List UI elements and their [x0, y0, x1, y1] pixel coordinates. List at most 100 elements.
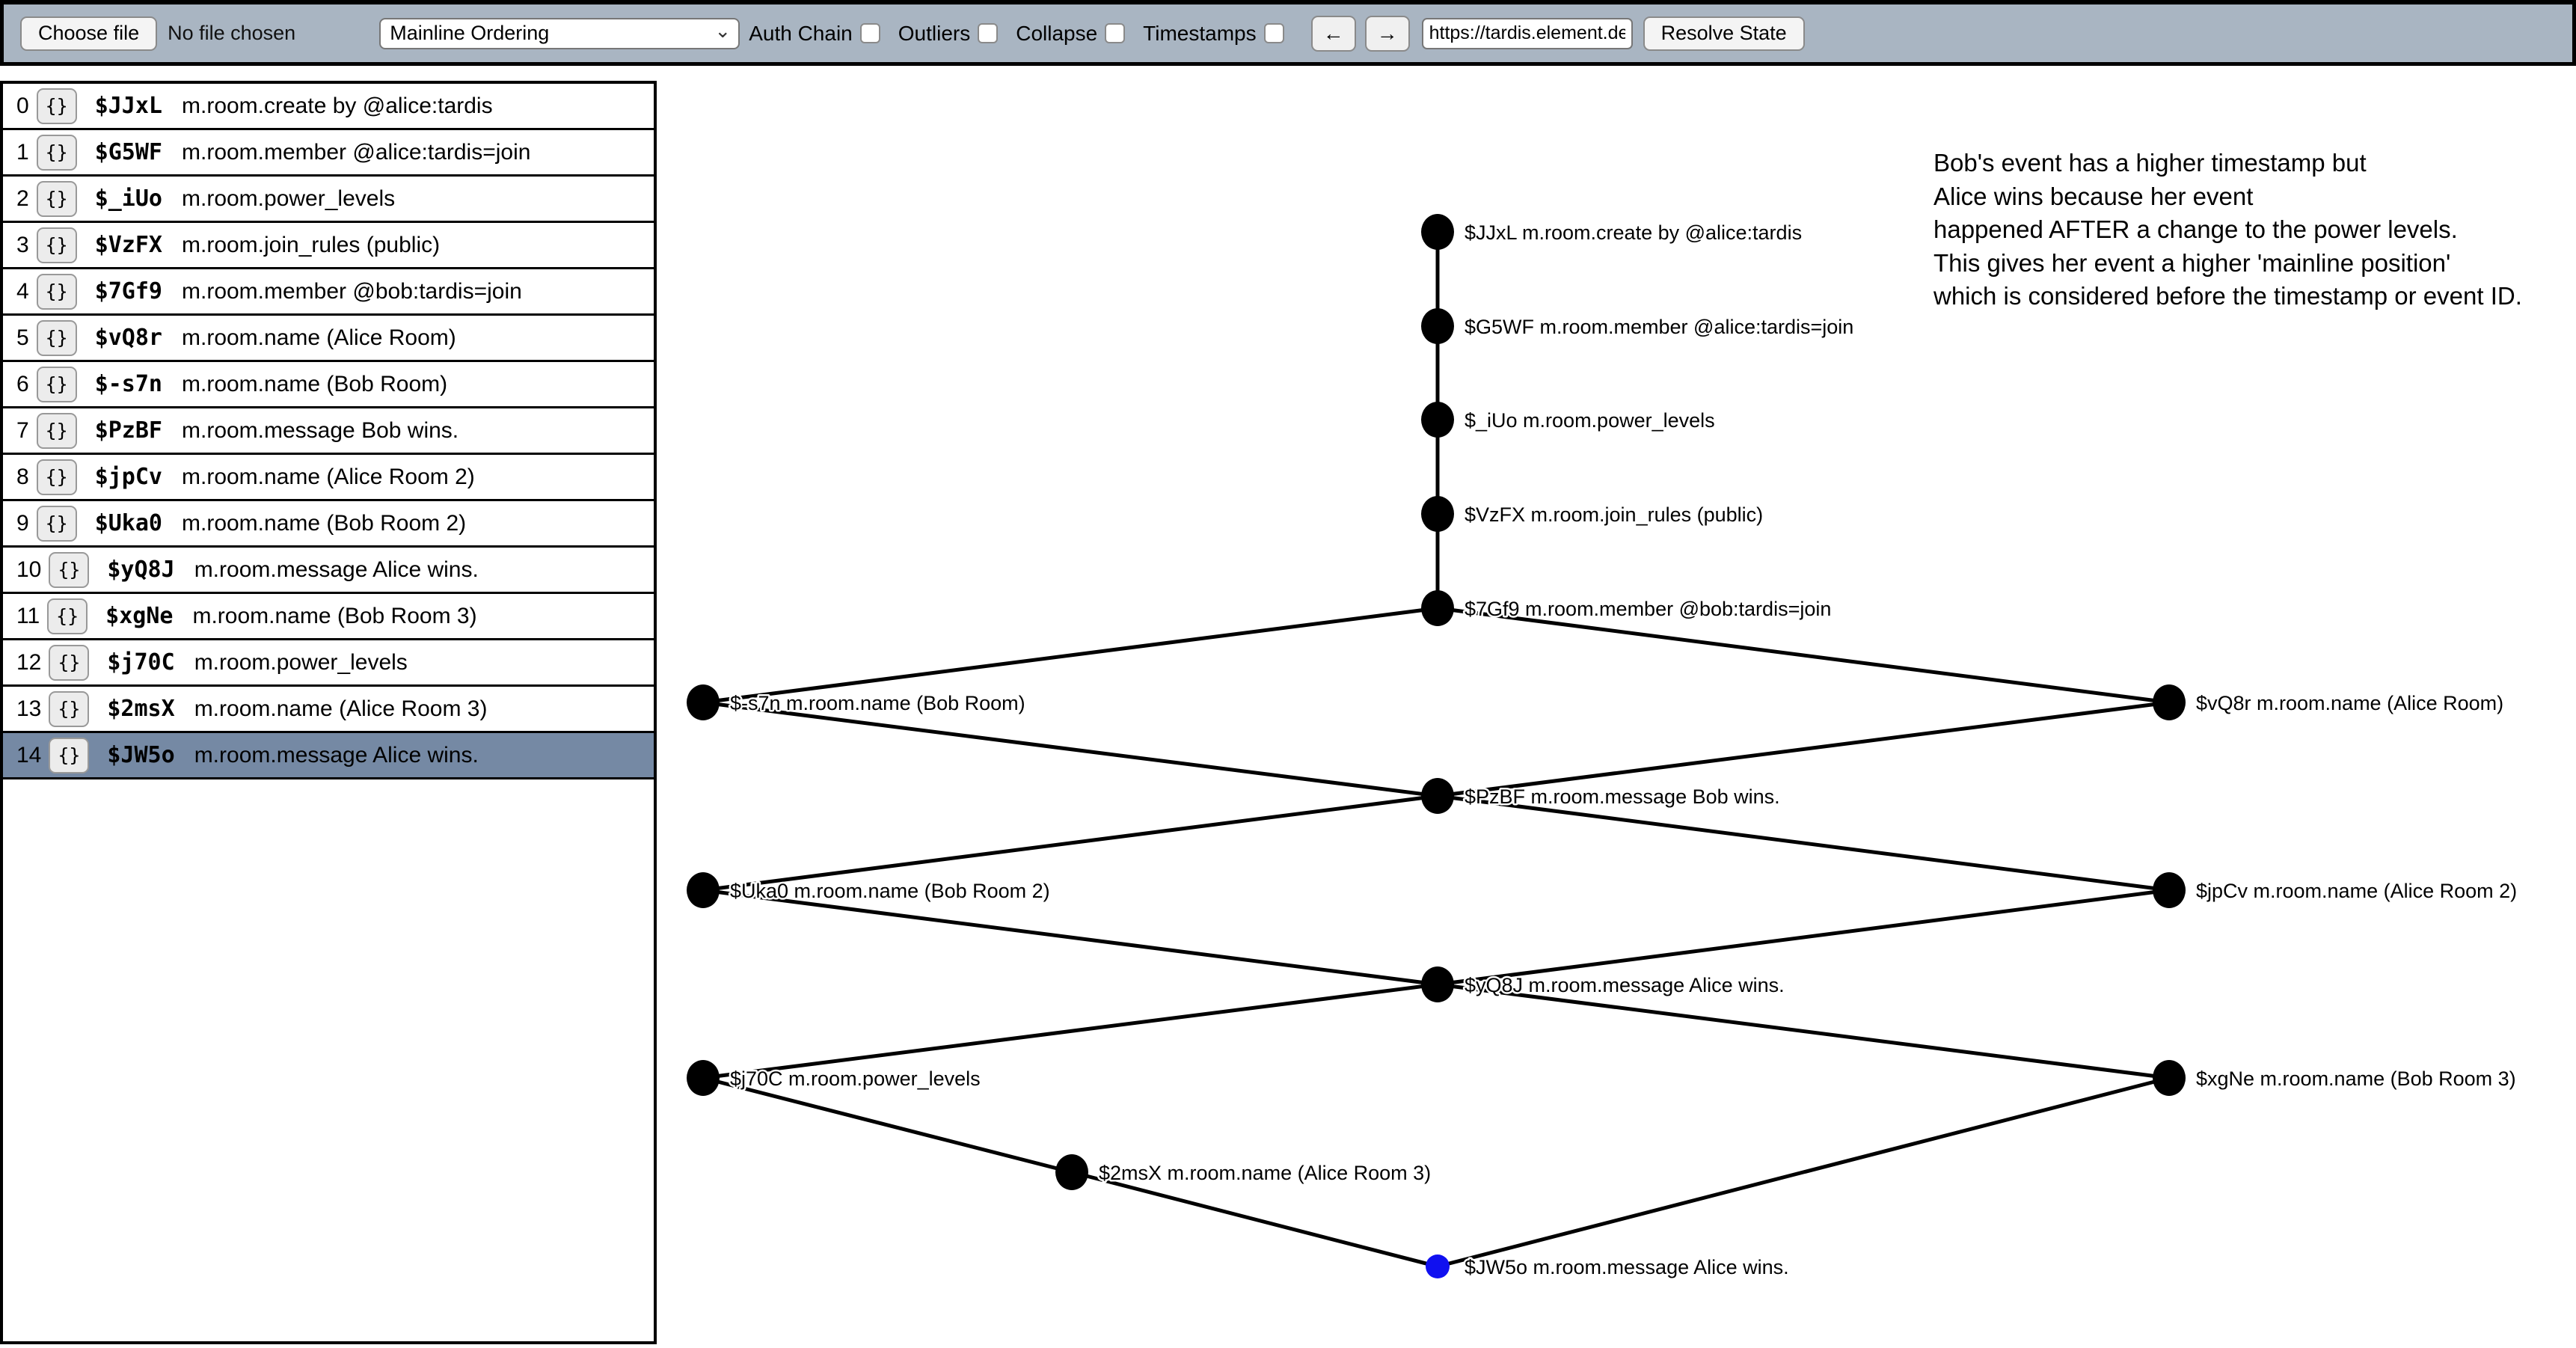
- dag-node-label: $_iUo m.room.power_levels: [1465, 409, 1715, 432]
- event-description: m.room.name (Alice Room 3): [194, 696, 488, 721]
- event-id: $-s7n: [94, 371, 162, 397]
- dag-edge: [702, 1076, 1073, 1174]
- dag-node-JJxL[interactable]: [1421, 214, 1454, 250]
- event-id: $vQ8r: [94, 325, 162, 351]
- event-id: $xgNe: [105, 603, 174, 629]
- event-description: m.room.power_levels: [194, 649, 408, 675]
- event-id: $JJxL: [94, 93, 162, 119]
- event-json-button[interactable]: {}: [36, 273, 77, 310]
- dag-node-yQ8J[interactable]: [1421, 966, 1454, 1002]
- event-json-button[interactable]: {}: [49, 644, 90, 681]
- dag-node-2msX[interactable]: [1055, 1154, 1088, 1190]
- timestamps-checkbox[interactable]: [1263, 23, 1284, 43]
- event-id: $2msX: [107, 696, 175, 722]
- event-json-button[interactable]: {}: [49, 690, 90, 727]
- annotation-line: which is considered before the timestamp…: [1933, 282, 2522, 310]
- annotation-line: happened AFTER a change to the power lev…: [1933, 215, 2458, 243]
- event-list-row[interactable]: 13 {} $2msX m.room.name (Alice Room 3): [3, 687, 654, 733]
- event-description: m.room.message Alice wins.: [194, 557, 479, 582]
- event-row-index: 7: [16, 417, 29, 443]
- event-row-index: 11: [16, 603, 40, 628]
- event-json-button[interactable]: {}: [36, 88, 77, 124]
- dag-node--s7n[interactable]: [687, 684, 720, 720]
- url-input[interactable]: [1421, 17, 1633, 49]
- event-json-button[interactable]: {}: [36, 459, 77, 495]
- timestamps-label: Timestamps: [1143, 21, 1257, 45]
- event-json-button[interactable]: {}: [49, 737, 90, 773]
- forward-button[interactable]: →: [1364, 15, 1410, 52]
- outliers-checkbox[interactable]: [978, 23, 999, 43]
- event-row-index: 4: [16, 278, 29, 304]
- event-id: $JW5o: [107, 742, 175, 768]
- event-json-button[interactable]: {}: [36, 319, 77, 356]
- dag-node-label: $Uka0 m.room.name (Bob Room 2): [730, 880, 1050, 902]
- dag-node-label: $G5WF m.room.member @alice:tardis=join: [1465, 316, 1853, 338]
- dag-node-Uka0[interactable]: [687, 872, 720, 908]
- event-json-button[interactable]: {}: [36, 366, 77, 402]
- choose-file-button[interactable]: Choose file: [20, 16, 158, 51]
- event-description: m.room.join_rules (public): [182, 232, 441, 257]
- event-id: $j70C: [107, 649, 175, 675]
- event-id: $Uka0: [94, 510, 162, 536]
- dag-node-PzBF[interactable]: [1421, 778, 1454, 814]
- event-row-index: 13: [16, 696, 42, 721]
- dag-node-j70C[interactable]: [687, 1060, 720, 1096]
- event-json-button[interactable]: {}: [36, 227, 77, 263]
- dag-edge: [1437, 794, 2170, 892]
- collapse-label: Collapse: [1016, 21, 1098, 45]
- dag-node-label: $2msX m.room.name (Alice Room 3): [1099, 1162, 1431, 1184]
- event-json-button[interactable]: {}: [36, 412, 77, 449]
- event-json-button[interactable]: {}: [36, 505, 77, 542]
- dag-edge: [702, 888, 1438, 987]
- dag-node-label: $7Gf9 m.room.member @bob:tardis=join: [1465, 598, 1831, 620]
- event-json-button[interactable]: {}: [47, 598, 88, 634]
- event-id: $PzBF: [94, 417, 162, 444]
- event-id: $_iUo: [94, 186, 162, 212]
- dag-node-_iUo[interactable]: [1421, 402, 1454, 438]
- auth-chain-checkbox[interactable]: [859, 23, 880, 43]
- annotation-line: Bob's event has a higher timestamp but: [1933, 149, 2367, 177]
- dag-node-xgNe[interactable]: [2153, 1060, 2186, 1096]
- dag-node-jpCv[interactable]: [2153, 872, 2186, 908]
- event-description: m.room.create by @alice:tardis: [182, 93, 493, 118]
- dag-node-vQ8r[interactable]: [2153, 684, 2186, 720]
- dag-node-label: $vQ8r m.room.name (Alice Room): [2196, 692, 2503, 714]
- event-id: $7Gf9: [94, 278, 162, 304]
- event-id: $G5WF: [94, 139, 162, 165]
- ordering-select[interactable]: Mainline Ordering ⌄: [379, 17, 740, 49]
- dag-node-G5WF[interactable]: [1421, 308, 1454, 344]
- dag-node-7Gf9[interactable]: [1421, 590, 1454, 626]
- event-json-button[interactable]: {}: [49, 551, 90, 588]
- event-json-button[interactable]: {}: [36, 180, 77, 217]
- event-row-index: 9: [16, 510, 29, 536]
- event-row-index: 0: [16, 93, 29, 118]
- collapse-checkbox[interactable]: [1105, 23, 1126, 43]
- dag-edge: [1437, 606, 2170, 705]
- dag-edge: [702, 794, 1438, 892]
- event-row-index: 3: [16, 232, 29, 257]
- resolve-state-button[interactable]: Resolve State: [1643, 16, 1805, 51]
- dag-node-JW5o[interactable]: [1426, 1254, 1450, 1278]
- event-json-button[interactable]: {}: [36, 134, 77, 171]
- back-button[interactable]: ←: [1310, 15, 1356, 52]
- dag-node-VzFX[interactable]: [1421, 496, 1454, 532]
- dag-edge: [702, 606, 1438, 705]
- event-row-index: 10: [16, 557, 42, 582]
- event-list-row[interactable]: 0 {} $JJxL m.room.create by @alice:tardis: [3, 84, 654, 130]
- file-status-text: No file chosen: [168, 22, 296, 44]
